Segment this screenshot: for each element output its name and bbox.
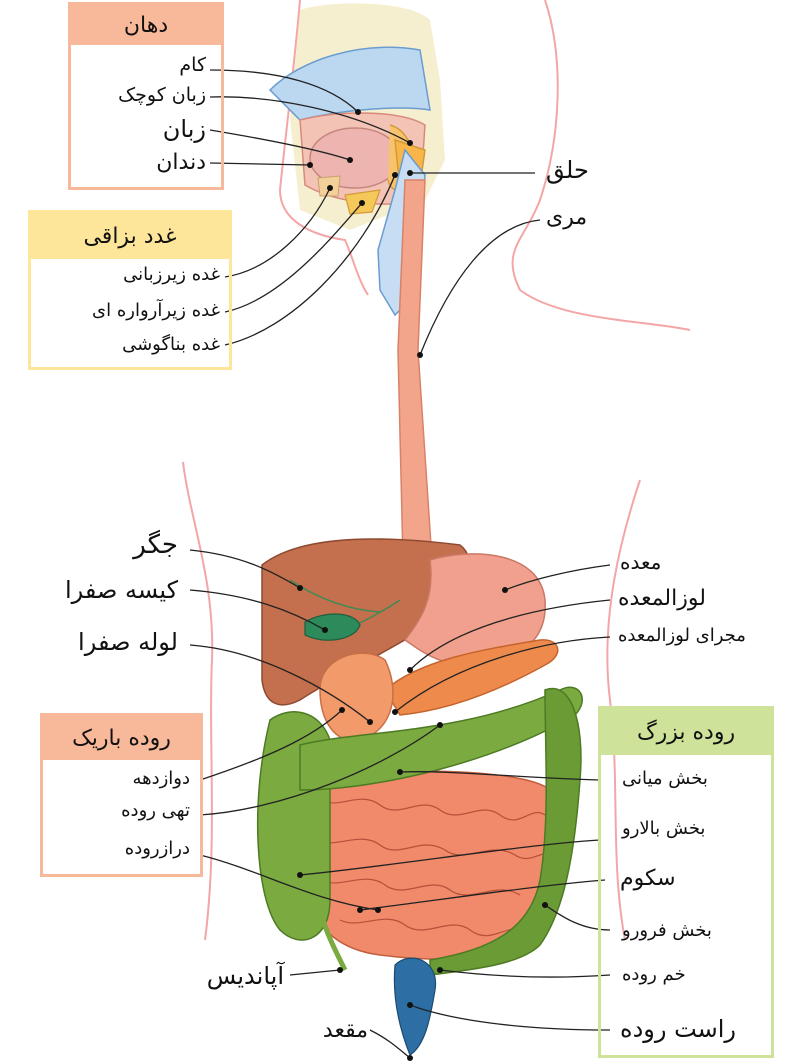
label-liver: جگر: [133, 530, 178, 560]
small-intestine-box-title: روده باریک: [43, 716, 200, 760]
leader-lines: [189, 69, 611, 1059]
mouth-box-title: دهان: [71, 5, 221, 45]
salivary-glands-box: غدد بزاقی: [28, 210, 232, 370]
label-jejunum: تهی روده: [121, 800, 190, 821]
label-pharynx: حلق: [546, 156, 589, 184]
label-ileum: درازروده: [124, 838, 190, 859]
label-sigmoid-colon: خم روده: [622, 964, 686, 985]
label-cecum: سکوم: [620, 866, 676, 891]
mouth-box: دهان: [68, 2, 224, 190]
small-intestine-box: روده باریک: [40, 713, 203, 877]
label-rectum: راست روده: [620, 1015, 737, 1043]
label-transverse-colon: بخش میانی: [622, 768, 708, 789]
label-tongue: زبان: [162, 115, 206, 143]
label-uvula: زبان کوچک: [118, 84, 206, 106]
large-intestine-box-title: روده بزرگ: [601, 709, 771, 755]
appendix-shape: [317, 909, 348, 972]
label-bile-duct: لوله صفرا: [78, 628, 178, 656]
label-descending-colon: بخش فرورو: [622, 920, 712, 941]
gallbladder-shape: [304, 613, 361, 641]
label-submandibular-gland: غده زیرآرواره ای: [92, 300, 220, 321]
label-teeth: دندان: [156, 150, 206, 175]
label-gallbladder: کیسه صفرا: [64, 576, 178, 604]
label-parotid-gland: غده بناگوشی: [122, 334, 220, 355]
label-appendix: آپاندیس: [206, 962, 284, 990]
label-duodenum: دوازدهه: [132, 768, 190, 789]
label-pancreas: لوزالمعده: [618, 586, 706, 611]
label-esophagus: مری: [546, 205, 588, 230]
label-pancreatic-duct: مجرای لوزالمعده: [618, 625, 746, 646]
duodenum-shape: [319, 652, 394, 742]
pancreas-shape: [384, 639, 559, 716]
salivary-box-title: غدد بزاقی: [31, 213, 229, 259]
label-ascending-colon: بخش بالارو: [622, 818, 706, 839]
label-sublingual-gland: غده زیرزبانی: [123, 264, 220, 285]
label-palate: کام: [179, 54, 206, 76]
large-intestine-box: روده بزرگ: [598, 706, 774, 1058]
head-cavity: [268, 3, 445, 317]
esophagus-tube: [397, 179, 433, 561]
body-outline: [182, 0, 691, 941]
label-anus: مقعد: [322, 1018, 368, 1043]
label-stomach: معده: [620, 550, 662, 574]
